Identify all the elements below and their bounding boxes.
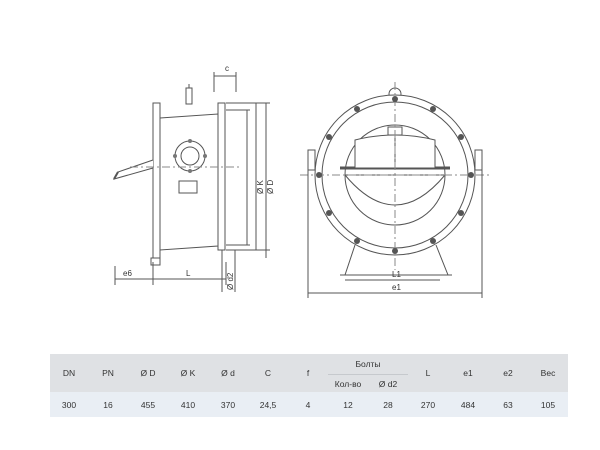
dim-label-c: c [225, 64, 229, 73]
header-l: L [408, 354, 448, 392]
cell-l: 270 [408, 392, 448, 417]
header-dn: DN [50, 354, 88, 392]
cell-d: 370 [208, 392, 248, 417]
header-d-outer: Ø D [128, 354, 168, 392]
header-f: f [288, 354, 328, 392]
header-bolt-qty: Кол-во [328, 374, 368, 392]
header-d: Ø d [208, 354, 248, 392]
dim-label-k: Ø K [256, 180, 265, 194]
cell-c: 24,5 [248, 392, 288, 417]
front-bolt-holes [316, 96, 474, 254]
cell-k: 410 [168, 392, 208, 417]
side-view [112, 72, 270, 292]
header-c: C [248, 354, 288, 392]
dim-label-e6: e6 [123, 269, 132, 278]
dim-label-d-outer: Ø D [266, 180, 275, 194]
dim-label-d2: Ø d2 [226, 272, 235, 290]
spec-table: DN PN Ø D Ø K Ø d C f Болты L e1 e2 Вес … [50, 354, 568, 417]
header-pn: PN [88, 354, 128, 392]
cell-pn: 16 [88, 392, 128, 417]
cell-e2: 63 [488, 392, 528, 417]
header-bolts: Болты [328, 354, 408, 375]
cell-d-outer: 455 [128, 392, 168, 417]
dim-label-l: L [186, 269, 191, 278]
header-k: Ø K [168, 354, 208, 392]
cell-dn: 300 [50, 392, 88, 417]
header-bolt-d2: Ø d2 [368, 374, 408, 392]
technical-drawing: c Ø K Ø D e6 L Ø d2 [112, 64, 490, 298]
dim-label-e1: e1 [392, 283, 401, 292]
cell-f: 4 [288, 392, 328, 417]
dim-label-l1: L1 [392, 270, 401, 279]
cell-bolt-qty: 12 [328, 392, 368, 417]
header-e2: e2 [488, 354, 528, 392]
cell-e1: 484 [448, 392, 488, 417]
cell-bolt-d2: 28 [368, 392, 408, 417]
front-view [300, 82, 490, 298]
cell-weight: 105 [528, 392, 568, 417]
header-weight: Вес [528, 354, 568, 392]
header-e1: e1 [448, 354, 488, 392]
table-row: 300 16 455 410 370 24,5 4 12 28 270 484 … [50, 392, 568, 417]
